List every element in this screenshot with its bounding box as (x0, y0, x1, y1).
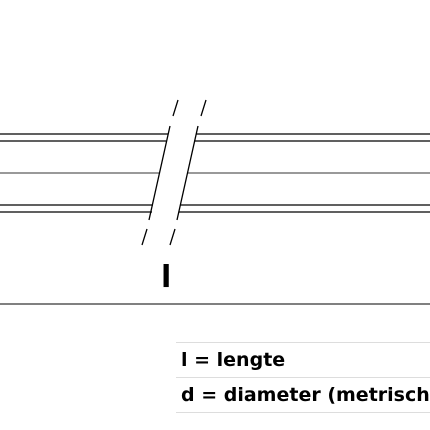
break-tick-top-right (200, 99, 207, 117)
legend-length-text: l = lengte (181, 349, 286, 371)
pipe-left-section (0, 133, 168, 213)
break-line-right (176, 125, 199, 221)
legend-table: l = lengte d = diameter (metrisch) (176, 342, 430, 413)
legend-row-diameter: d = diameter (metrisch) (176, 377, 430, 413)
pipe-right-section (179, 133, 430, 213)
break-tick-bottom-right (169, 228, 176, 246)
break-line-left (148, 125, 171, 221)
legend-row-length: l = lengte (176, 342, 430, 378)
break-tick-bottom-left (141, 228, 148, 246)
break-tick-top-left (172, 99, 179, 117)
legend-diameter-text: d = diameter (metrisch) (181, 384, 430, 406)
break-mark (141, 99, 207, 246)
length-label: l (161, 260, 172, 295)
